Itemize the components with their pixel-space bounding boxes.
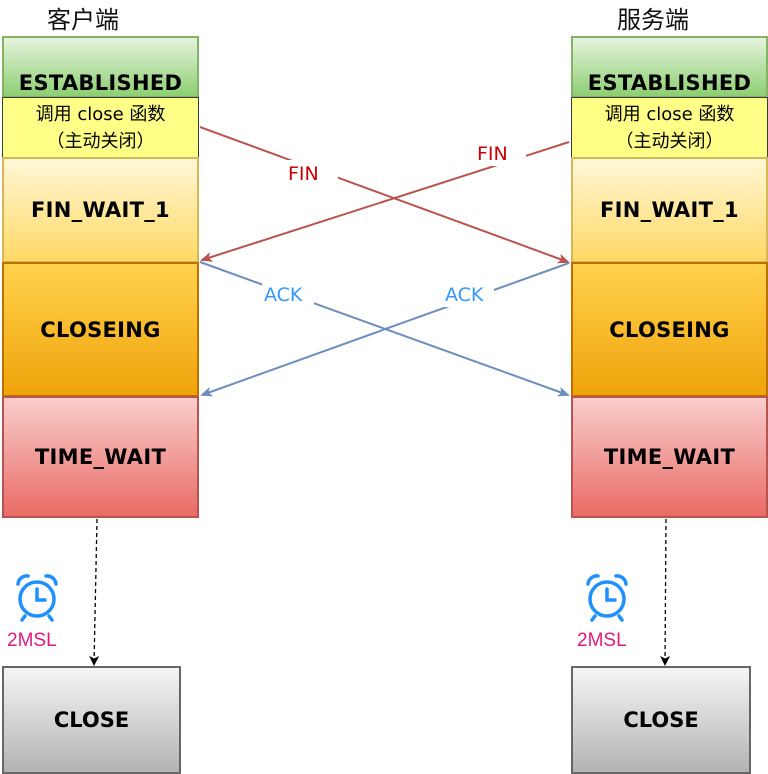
server-fin-wait-1-state: FIN_WAIT_1	[571, 157, 768, 263]
client-close-call: 调用 close 函数 （主动关闭）	[2, 97, 199, 158]
client-closeing-state: CLOSEING	[2, 262, 199, 397]
client-close-state: CLOSE	[2, 666, 181, 774]
server-title: 服务端	[617, 6, 689, 34]
client-timer-label: 2MSL	[7, 630, 57, 651]
server-alarm-clock-icon	[586, 574, 628, 622]
server-time-wait-state: TIME_WAIT	[571, 396, 768, 518]
server-ack-label: ACK	[445, 284, 484, 306]
server-timeout-arrow	[660, 518, 671, 666]
client-time-wait-state: TIME_WAIT	[2, 396, 199, 518]
server-close-call: 调用 close 函数 （主动关闭）	[571, 97, 768, 158]
server-established-state: ESTABLISHED	[571, 36, 768, 98]
client-title: 客户端	[47, 6, 119, 34]
client-fin-wait-1-state: FIN_WAIT_1	[2, 157, 199, 263]
server-ack-arrow	[200, 262, 570, 397]
server-timer-label: 2MSL	[577, 630, 627, 651]
client-close-call-line1: 调用 close 函数	[35, 103, 166, 125]
client-fin-arrow	[199, 126, 570, 264]
client-close-call-line2: （主动关闭）	[46, 130, 155, 152]
client-ack-label: ACK	[264, 284, 303, 306]
server-close-call-line2: （主动关闭）	[615, 130, 724, 152]
server-closeing-state: CLOSEING	[571, 262, 768, 397]
client-alarm-clock-icon	[16, 574, 58, 622]
server-close-state: CLOSE	[571, 666, 751, 774]
server-fin-label: FIN	[477, 143, 508, 165]
server-close-call-line1: 调用 close 函数	[604, 103, 735, 125]
client-fin-label: FIN	[288, 163, 319, 185]
client-timeout-arrow	[89, 518, 100, 666]
